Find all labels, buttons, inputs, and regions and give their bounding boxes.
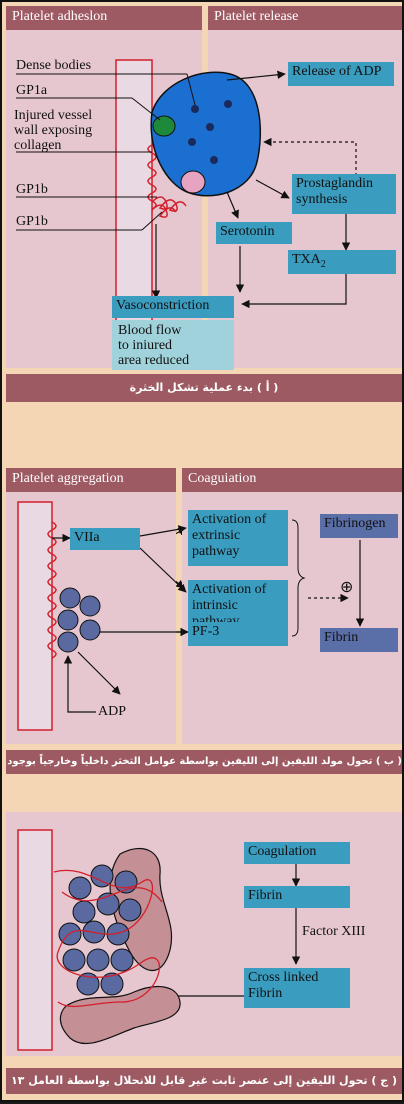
platelet	[150, 71, 262, 197]
caption-b: ( ب ) تحول مولد الليفين إلى الليفين بواس…	[6, 750, 402, 774]
caption-c: ( ج ) تحول الليفين إلى عنصر ثابت غير قاب…	[6, 1068, 402, 1094]
fibrin-box: Fibrin	[320, 628, 398, 652]
plus-symbol: ⊕	[340, 579, 354, 596]
caption-a: ( أ ) بدء عملية تشكل الخثرة	[6, 374, 402, 402]
viia-box: VIIa	[70, 528, 140, 550]
bloodflow-box: Blood flow to iniured area reduced	[112, 320, 234, 370]
dense-body	[224, 100, 232, 108]
panel-aggregation	[6, 468, 176, 744]
extrinsic-box: Activation of extrinsic pathway	[188, 510, 288, 566]
label-gp1a: GP1a	[16, 83, 48, 98]
label-gp1b-bottom: GP1b	[16, 214, 48, 229]
vasoconstriction-box: Vasoconstriction	[112, 296, 234, 318]
gp1b-receptor	[180, 170, 206, 194]
pf3-box: PF-3	[188, 622, 288, 646]
label-injured-wall: Injured vessel wall exposing collagen	[14, 108, 93, 153]
gp1a-receptor	[152, 115, 176, 137]
crosslinked-fibrin-box: Cross linked Fibrin	[244, 968, 350, 1008]
coagulation-box: Coagulation	[244, 842, 350, 864]
header-coagulation: Coaguiation	[182, 468, 402, 492]
prostaglandin-box: Prostaglandin synthesis	[292, 174, 396, 214]
label-factor-xiii: Factor XIII	[302, 924, 366, 939]
header-platelet-aggregation: Platelet aggregation	[6, 468, 176, 492]
serotonin-box: Serotonin	[216, 222, 292, 244]
label-adp: ADP	[98, 704, 127, 719]
header-platelet-release: Platelet release	[208, 6, 402, 30]
label-gp1b-top: GP1b	[16, 182, 48, 197]
txa-subscript: 2	[320, 258, 326, 270]
dense-body	[206, 123, 214, 131]
dense-body	[191, 105, 199, 113]
label-dense-bodies: Dense bodies	[16, 58, 92, 73]
fibrinogen-box: Fibrinogen	[320, 514, 398, 538]
release-adp-box: Release of ADP	[288, 62, 394, 86]
gp1b-coils	[151, 196, 187, 212]
fibrin-box-3: Fibrin	[244, 886, 350, 908]
dense-body	[210, 156, 218, 164]
header-platelet-adhesion: Platelet adheslon	[6, 6, 202, 30]
txa2-box: TXA2	[288, 250, 396, 274]
txa-label: TXA	[292, 252, 321, 267]
dense-body	[188, 138, 196, 146]
